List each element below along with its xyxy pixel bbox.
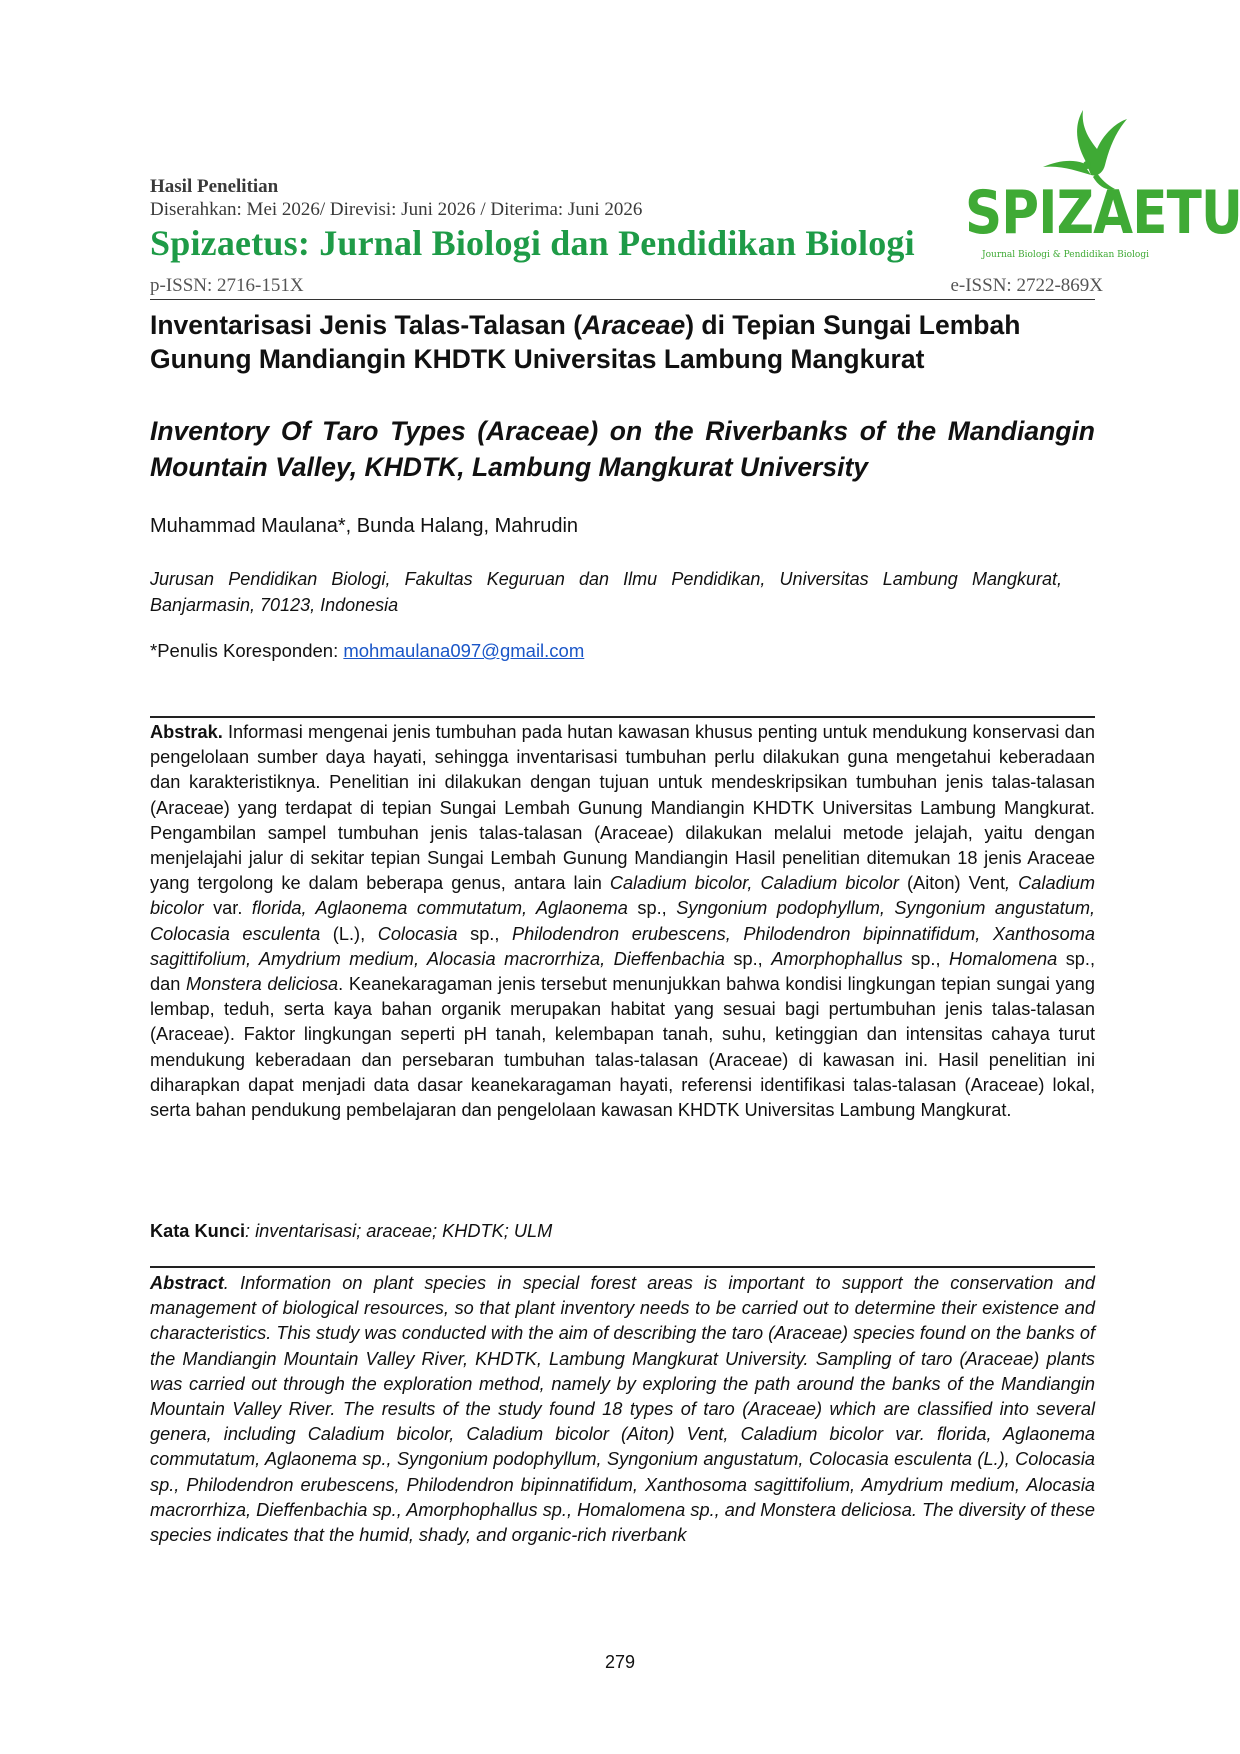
- journal-title: Spizaetus: Jurnal Biologi dan Pendidikan…: [150, 223, 915, 263]
- abstrak-text: sp.,: [902, 948, 950, 969]
- p-issn: p-ISSN: 2716-151X: [150, 275, 304, 296]
- abstract-en-divider: [150, 1266, 1095, 1268]
- abstrak-text: (Aiton) Vent: [898, 873, 1006, 894]
- abstrak-text: sp.,: [724, 948, 772, 969]
- abstrak-text: sp., dan: [150, 948, 1096, 995]
- title-id-part: ) di Tepian Sungai Lembah Gunung Mandian…: [150, 310, 1021, 374]
- abstrak-text: Informasi mengenai jenis tumbuhan pada h…: [150, 722, 1095, 894]
- title-english: Inventory Of Taro Types (Araceae) on the…: [150, 416, 1095, 482]
- correspondent: *Penulis Koresponden: mohmaulana097@gmai…: [150, 640, 584, 662]
- abstrak-text: sp.,: [627, 898, 677, 919]
- keywords: Kata Kunci: inventarisasi; araceae; KHDT…: [150, 1221, 552, 1242]
- authors: Muhammad Maulana*, Bunda Halang, Mahrudi…: [150, 515, 579, 537]
- title-id-italic: Araceae: [582, 310, 686, 340]
- species-name: Monstera deliciosa: [185, 974, 339, 995]
- affiliation: Jurusan Pendidikan Biologi, Fakultas Keg…: [150, 569, 1062, 615]
- abstrak-text: (L.),: [320, 923, 378, 944]
- species-name: Caladium bicolor, Caladium bicolor: [609, 873, 899, 894]
- eagle-icon: [1043, 110, 1127, 190]
- e-issn: e-ISSN: 2722-869X: [950, 275, 1103, 296]
- abstrak-text: sp.,: [457, 923, 512, 944]
- species-name: florida, Aglaonema commutatum, Aglaonema: [251, 898, 628, 919]
- abstract-en-label: Abstract: [150, 1273, 224, 1293]
- article-type-label: Hasil Penelitian: [150, 176, 279, 197]
- species-name: Homalomena: [949, 948, 1058, 969]
- species-name: , Caladium bicolor: [150, 873, 1095, 919]
- title-indonesian: Inventarisasi Jenis Talas-Talasan (Arace…: [150, 308, 1095, 376]
- species-name: Colocasia: [377, 923, 458, 944]
- species-name: Philodendron erubescens, Philodendron bi…: [150, 923, 1095, 969]
- abstrak-text: var.: [203, 898, 252, 919]
- logo-wordmark: SPIZAETUS: [965, 178, 1240, 248]
- species-name: Syngonium podophyllum, Syngonium angusta…: [150, 898, 1096, 944]
- abstract-divider: [150, 716, 1095, 718]
- keywords-label: Kata Kunci: [150, 1221, 245, 1241]
- header-divider: [150, 299, 1095, 300]
- abstrak-paragraph: Abstrak. Informasi mengenai jenis tumbuh…: [150, 720, 1095, 1123]
- abstrak-label: Abstrak.: [150, 722, 223, 742]
- keywords-value: : inventarisasi; araceae; KHDTK; ULM: [245, 1221, 553, 1241]
- title-id-part: Inventarisasi Jenis Talas-Talasan (: [150, 310, 583, 340]
- species-name: Amorphophallus: [771, 948, 903, 969]
- logo-subtitle: Journal Biologi & Pendidikan Biologi: [982, 250, 1149, 260]
- correspondent-label: *Penulis Koresponden:: [150, 640, 344, 661]
- abstrak-text: . Keanekaragaman jenis tersebut menunjuk…: [150, 974, 1096, 1121]
- submission-dates: Diserahkan: Mei 2026/ Direvisi: Juni 202…: [150, 199, 643, 220]
- email-link[interactable]: mohmaulana097@gmail.com: [343, 640, 585, 661]
- page-number: 279: [604, 1652, 636, 1672]
- abstract-en-text: . Information on plant species in specia…: [150, 1273, 1095, 1546]
- abstract-english: Abstract. Information on plant species i…: [150, 1271, 1095, 1548]
